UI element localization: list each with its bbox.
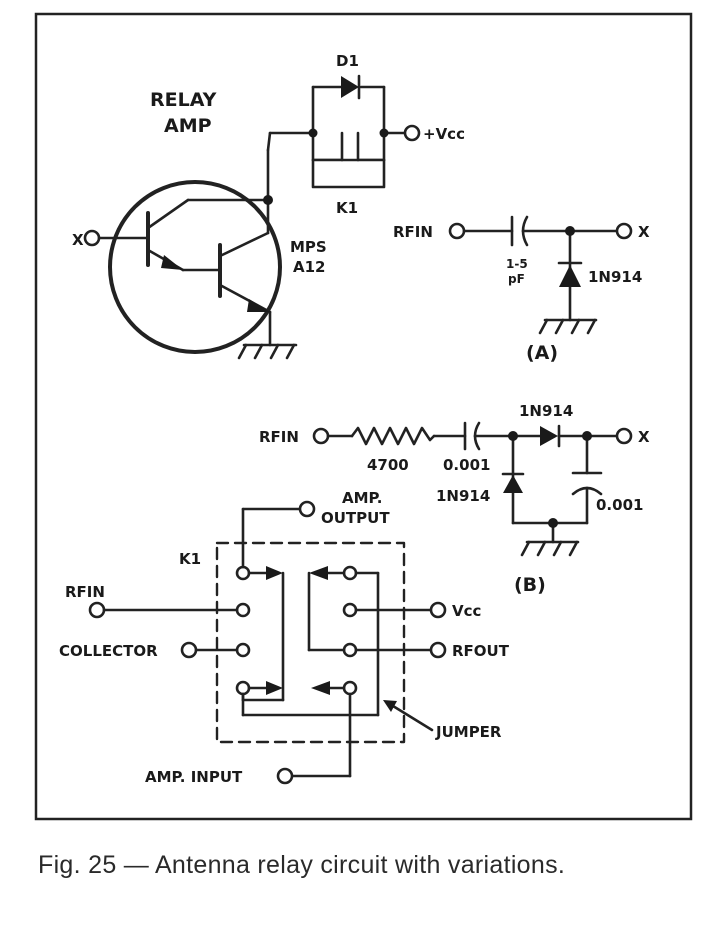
amp-output-terminal (298, 500, 316, 518)
rf-out-terminal (429, 641, 447, 659)
jumper-arrow (383, 700, 397, 712)
circuit-a-cap-value-line1: 1-5 (506, 257, 528, 271)
contact-arrow-upper-right (309, 566, 328, 580)
circuit-b-variant-label: (B) (514, 574, 546, 596)
contact-arrow-lower-left (266, 681, 283, 695)
circuit-b-output-label: X (638, 428, 650, 446)
x-terminal-b (615, 427, 633, 445)
q2-emitter-arrow (247, 299, 270, 312)
resistor-4700 (350, 426, 436, 446)
relay-amp-title-line1: RELAY (150, 89, 217, 111)
amp-output-label-line1: AMP. (342, 489, 382, 507)
resistor-value-label: 4700 (367, 456, 409, 474)
relay-amp-input-label: X (72, 231, 84, 249)
rf-in-label: RFIN (65, 583, 105, 601)
relay-k1-housing (215, 541, 406, 744)
rf-in-terminal-a (448, 222, 466, 240)
figure-caption: Fig. 25 — Antenna relay circuit with var… (38, 851, 566, 879)
schematic-figure: RELAY AMP X MPS A12 D1 K1 +Vcc RFIN X 1-… (34, 12, 693, 821)
diode-1n914-a (559, 265, 581, 287)
amp-input-label: AMP. INPUT (145, 768, 243, 786)
diode-d1-symbol (341, 76, 359, 98)
x-terminal-a (615, 222, 633, 240)
diode-d1-label: D1 (336, 52, 359, 70)
collector-label: COLLECTOR (59, 642, 158, 660)
rf-in-terminal (88, 601, 106, 619)
circuit-a-output-label: X (638, 223, 650, 241)
series-diode-label: 1N914 (519, 402, 573, 420)
relay-amp-circuit (83, 74, 421, 360)
transistor-envelope (108, 180, 282, 354)
rf-in-terminal-b (312, 427, 330, 445)
input-terminal (83, 229, 101, 247)
shunt-diode-label: 1N914 (436, 487, 490, 505)
contact-arrow-lower-right (311, 681, 330, 695)
relay-amp-title-line2: AMP (164, 115, 212, 137)
relay-k1-label: K1 (336, 199, 358, 217)
q1-emitter-arrow (161, 255, 183, 270)
vcc-terminal-relay (429, 601, 447, 619)
diode-1n914-series (540, 426, 558, 446)
relay-wiring-k1-label: K1 (179, 550, 201, 568)
relay-k1-coil (311, 158, 386, 189)
jumper-label: JUMPER (435, 723, 502, 741)
circuit-a-input-label: RFIN (393, 223, 433, 241)
circuit-b-input-label: RFIN (259, 428, 299, 446)
vcc-terminal (403, 124, 421, 142)
figure-border (34, 12, 693, 821)
series-cap-value-label: 0.001 (443, 456, 490, 474)
collector-terminal (180, 641, 198, 659)
relay-wiring-diagram (88, 500, 447, 785)
amp-output-label-line2: OUTPUT (321, 509, 390, 527)
circuit-a-variant-label: (A) (526, 342, 558, 364)
circuit-a-cap-value-line2: pF (508, 272, 525, 286)
transistor-label-line2: A12 (293, 258, 325, 276)
rf-out-label: RFOUT (452, 642, 510, 660)
circuit-a-diode-label: 1N914 (588, 268, 642, 286)
vcc-label: +Vcc (423, 125, 465, 143)
diode-1n914-shunt (503, 475, 523, 493)
contact-arrow-upper-left (266, 566, 283, 580)
relay-vcc-label: Vcc (452, 602, 481, 620)
transistor-label-line1: MPS (290, 238, 327, 256)
amp-input-terminal (276, 767, 294, 785)
shunt-cap-value-label: 0.001 (596, 496, 643, 514)
